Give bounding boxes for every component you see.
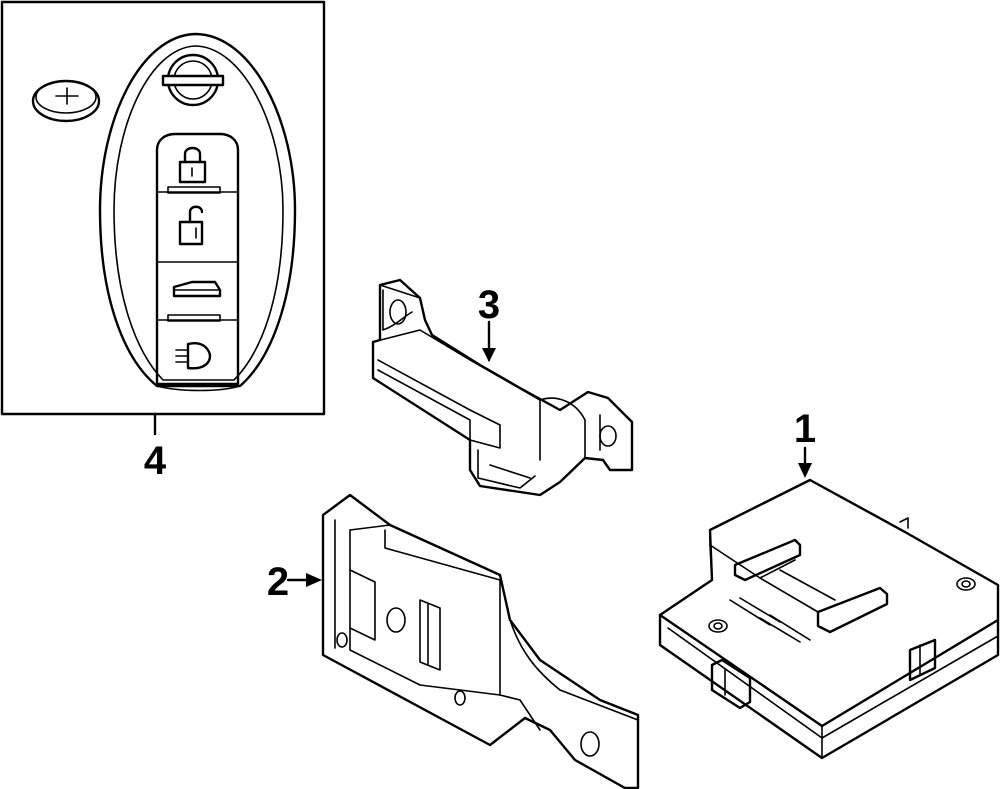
part-3-antenna-bracket — [371, 278, 634, 497]
callout-3: 3 — [478, 283, 500, 327]
inset-frame — [0, 0, 326, 416]
lock-icon — [178, 146, 207, 184]
callout-1-arrowhead — [798, 463, 812, 478]
panic-headlight-icon — [175, 342, 212, 370]
part-2-mounting-bracket — [286, 493, 640, 789]
coin-battery-icon — [31, 79, 101, 123]
key-fob-inset — [0, 0, 326, 436]
unlock-icon — [178, 205, 204, 246]
part-1-control-module — [658, 446, 1000, 760]
brand-logo-icon — [161, 53, 225, 107]
callout-2: 2 — [267, 560, 289, 604]
key-fob-body — [98, 32, 297, 392]
callout-4: 4 — [144, 439, 167, 483]
trunk-icon — [172, 280, 222, 298]
callout-1: 1 — [794, 407, 816, 451]
callout-3-arrowhead — [482, 348, 496, 362]
callout-2-arrowhead — [306, 573, 322, 587]
